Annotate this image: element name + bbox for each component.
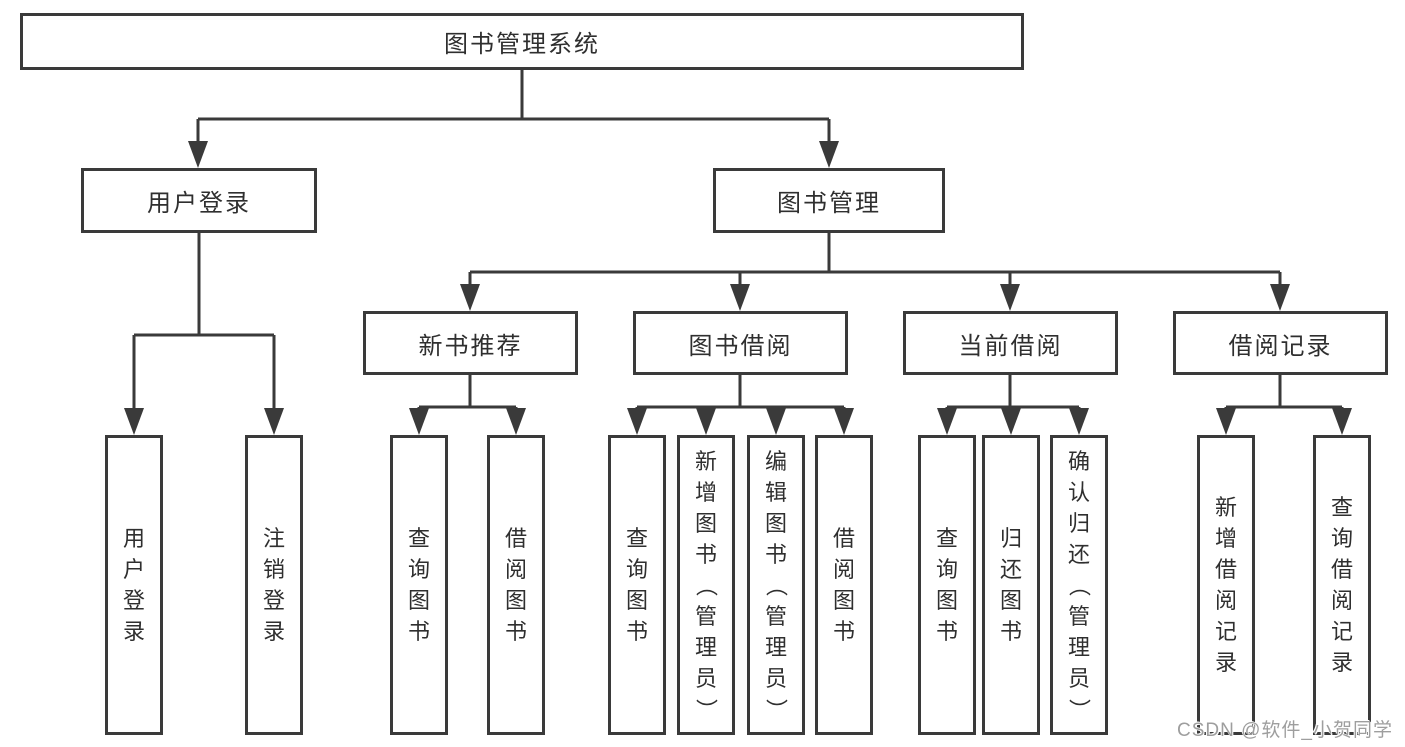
arrow-down-icon [937, 408, 957, 435]
node-label: 新书推荐 [418, 332, 523, 360]
arrow-down-icon [460, 284, 480, 311]
node-leaf-edit-books-admin: 编辑图书（管理员） [747, 435, 805, 735]
node-leaf-query-books-current: 查询图书 [918, 435, 976, 735]
node-borrowing-records: 借阅记录 [1173, 311, 1388, 375]
arrow-down-icon [1001, 408, 1021, 435]
arrow-down-icon [819, 141, 839, 168]
node-new-book-recommend: 新书推荐 [363, 311, 578, 375]
node-current-borrowing: 当前借阅 [903, 311, 1118, 375]
node-user-login: 用户登录 [81, 168, 317, 233]
arrow-down-icon [627, 408, 647, 435]
watermark: CSDN @软件_小贺同学 [1177, 720, 1393, 741]
node-leaf-borrow-books: 借阅图书 [815, 435, 873, 735]
arrowheads [124, 141, 1352, 435]
node-book-management: 图书管理 [713, 168, 945, 233]
arrow-down-icon [1069, 408, 1089, 435]
arrow-down-icon [506, 408, 526, 435]
arrow-down-icon [188, 141, 208, 168]
arrow-down-icon [264, 408, 284, 435]
node-label: 用户登录 [147, 190, 251, 217]
node-leaf-query-books-recommend: 查询图书 [390, 435, 448, 735]
arrow-down-icon [1216, 408, 1236, 435]
node-label: 当前借阅 [958, 332, 1063, 360]
node-label: 借阅记录 [1228, 332, 1333, 360]
node-leaf-query-books: 查询图书 [608, 435, 666, 735]
arrow-down-icon [124, 408, 144, 435]
node-label: 图书管理系统 [444, 31, 600, 58]
arrow-down-icon [1332, 408, 1352, 435]
arrow-down-icon [1270, 284, 1290, 311]
node-leaf-add-books-admin: 新增图书（管理员） [677, 435, 735, 735]
node-leaf-logout: 注销登录 [245, 435, 303, 735]
node-book-borrowing: 图书借阅 [633, 311, 848, 375]
node-leaf-add-borrow-record: 新增借阅记录 [1197, 435, 1255, 735]
arrow-down-icon [730, 284, 750, 311]
arrow-down-icon [834, 408, 854, 435]
node-leaf-borrow-books-recommend: 借阅图书 [487, 435, 545, 735]
node-leaf-return-books: 归还图书 [982, 435, 1040, 735]
arrow-down-icon [409, 408, 429, 435]
node-label: 图书管理 [777, 190, 881, 217]
arrow-down-icon [696, 408, 716, 435]
node-leaf-user-login: 用户登录 [105, 435, 163, 735]
node-system-root: 图书管理系统 [20, 13, 1024, 70]
arrow-down-icon [1000, 284, 1020, 311]
node-label: 图书借阅 [688, 332, 793, 360]
node-leaf-confirm-return-admin: 确认归还（管理员） [1050, 435, 1108, 735]
arrow-down-icon [766, 408, 786, 435]
node-leaf-query-borrow-record: 查询借阅记录 [1313, 435, 1371, 735]
